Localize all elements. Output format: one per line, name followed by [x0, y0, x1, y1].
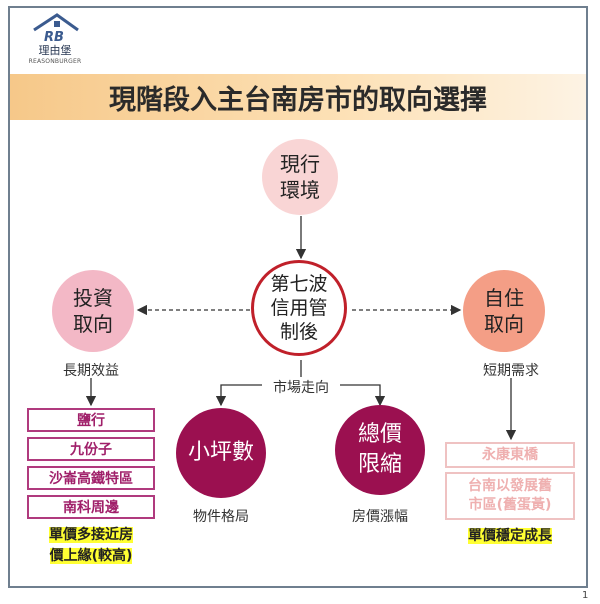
arrow-to-small	[215, 384, 262, 407]
logo: RB 理由堡 REASONBURGER	[20, 12, 90, 65]
self-sub-label: 短期需求	[483, 363, 539, 379]
node-self: 自住 取向	[463, 270, 545, 352]
node-total-price: 總價 限縮	[335, 405, 425, 495]
node-center: 第七波 信用管 制後	[251, 260, 347, 356]
market-label: 市場走向	[262, 377, 340, 397]
page-number: 1	[582, 590, 589, 601]
invest-area-item: 鹽行	[27, 408, 155, 432]
svg-text:RB: RB	[44, 30, 64, 42]
invest-area-item: 九份子	[27, 437, 155, 461]
invest-area-item: 南科周邊	[27, 495, 155, 519]
node-invest: 投資 取向	[52, 270, 134, 352]
small-sub-label: 物件格局	[193, 509, 249, 525]
self-note-wrap: 單價穩定成長	[445, 525, 575, 546]
house-logo-icon: RB	[33, 13, 79, 45]
arrow-to-total	[340, 384, 386, 407]
invest-area-item: 沙崙高鐵特區	[27, 466, 155, 490]
invest-note: 單價多接近房 價上緣(較高)	[49, 527, 133, 564]
node-environment: 現行 環境	[262, 139, 338, 215]
invest-sub-label: 長期效益	[63, 363, 119, 379]
node-small-size: 小坪數	[176, 408, 266, 498]
logo-chinese: 理由堡	[38, 44, 72, 57]
self-note: 單價穩定成長	[468, 528, 552, 544]
page-title: 現階段入主台南房市的取向選擇	[10, 74, 586, 120]
slide-frame	[8, 6, 588, 588]
total-sub-label: 房價漲幅	[352, 509, 408, 525]
invest-note-wrap: 單價多接近房 價上緣(較高)	[33, 524, 149, 566]
self-area-item: 永康東橋	[445, 442, 575, 468]
logo-english: REASONBURGER	[28, 58, 82, 65]
self-area-item: 台南以發展舊 市區(舊蛋黃)	[445, 472, 575, 520]
